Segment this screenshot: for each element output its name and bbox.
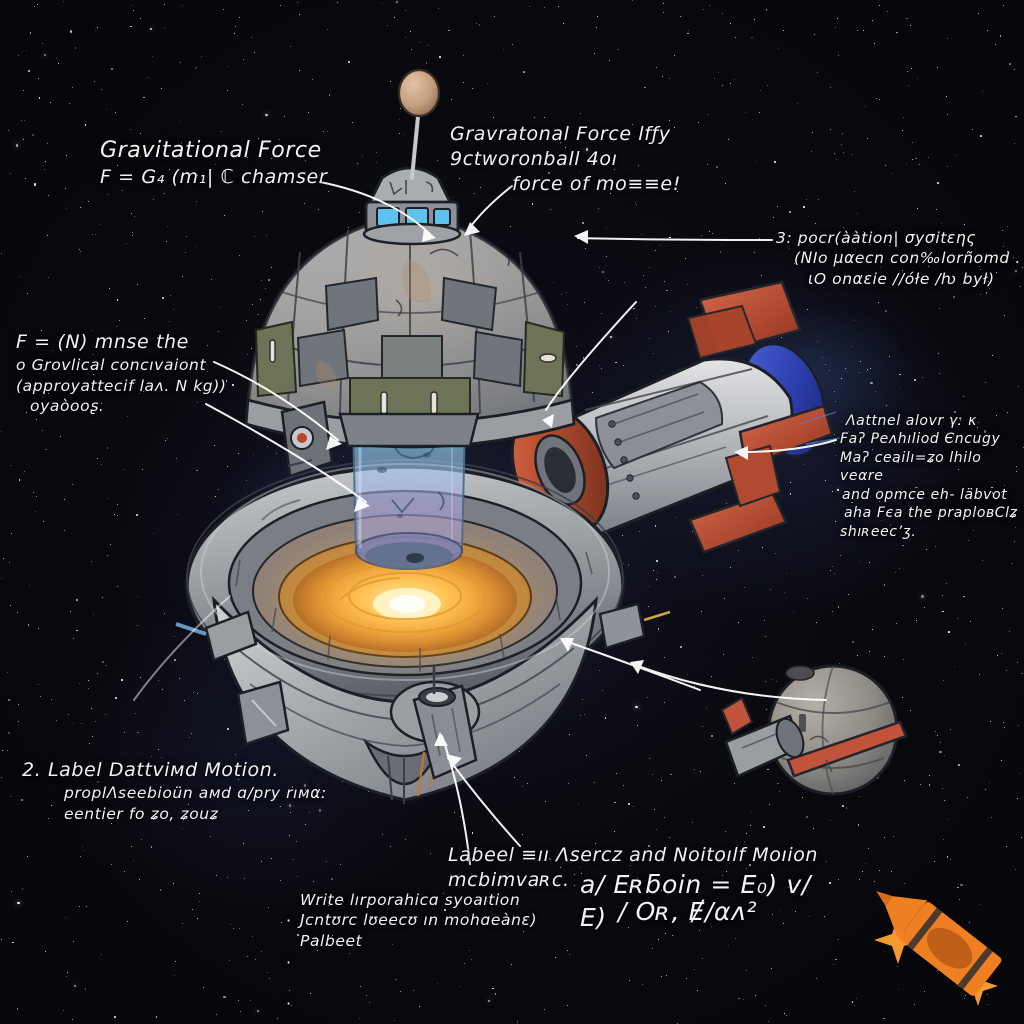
annotation-potential-energy-line-6: shıʀeec’ʒ. [840, 523, 917, 540]
dome-sensor-box [280, 400, 334, 478]
annotation-energy-equation: a/ Eʀƃoin = E₀) v/ E) [580, 868, 840, 934]
annotation-potential-energy-line-5: aha Fєa the praploʙСlʑ [844, 505, 1018, 522]
side-pod-left [236, 680, 290, 746]
annotation-gravitational-constant-line-1: F = (N) mnse the [16, 331, 189, 353]
annotation-gravitational-constant: F = (N) mnse the o Grovlical concıvaiont(… [16, 330, 256, 416]
annotation-label-dattwind-motion-line-2: proplΛseebioün aмd ɑ/pry rıмαː [64, 784, 327, 803]
crayon-icon [876, 891, 1002, 996]
annotation-propulsion-systems-line-3: ιO onαεie //ółe /ƕ był) [808, 269, 995, 288]
bullet-dot: · [286, 994, 292, 1014]
satellite-probe [720, 664, 908, 796]
crayon-watermark [862, 882, 1024, 1024]
lower-sphere [212, 595, 598, 802]
annotation-gravitational-force-left: Gravitational Force F = G₄ (m₁| ℂ chamser [100, 136, 430, 190]
annotation-label-motion-equation-line-1: Labeel ≡ıı Λsercz and Νoitoılf Moıion mc… [448, 844, 819, 892]
sparkle-icon [874, 916, 922, 964]
dome-hull [244, 212, 576, 478]
annotation-propulsion-systems: 3: pocr(ààtion| σyσitεης (ΝIo μαecn con‰l… [776, 228, 1024, 289]
annotation-write-proporation-line-3: Palbeet [300, 931, 363, 950]
annotation-gravitational-force-left-line-2: F = G₄ (m₁| ℂ chamser [100, 166, 328, 189]
annotation-gravitational-constant-line-4: oyaòooʂ. [30, 396, 105, 415]
annotation-gravitational-constant-line-2: o Grovlical concıvaiont [16, 356, 207, 375]
annotation-units-equation-line-1: / Oʀ, Ɇ/αʌ² [618, 897, 758, 926]
annotation-label-motion-equation: Labeel ≡ıı Λsercz and Νoitoılf Moıion mc… [448, 843, 868, 893]
annotation-write-proporation-line-2: Jcntʊrc lʊeecʊ ın mohɑeànε) [300, 911, 538, 930]
annotation-energy-equation-line-1: a/ Eʀƃoin = E₀) v/ E) [580, 870, 811, 932]
annotation-potential-energy-line-4: and opmce eh- läbvot [842, 486, 1008, 503]
probe-fin [786, 720, 908, 778]
bullet-dot: · [286, 911, 292, 931]
annotation-potential-energy-line-1: Λattnel alovr γː κ [846, 413, 977, 429]
annotation-label-dattwind-motion: 2. Label Dattviмd Motion. proplΛseebioün … [22, 758, 342, 824]
annotation-units-equation: / Oʀ, Ɇ/αʌ² [618, 895, 838, 928]
annotation-propulsion-systems-line-1: 3: pocr(ààtion| σyσitεης [776, 229, 977, 247]
annotation-propulsion-systems-line-2: (ΝIo μαecn con‰lorñomd . [794, 249, 1021, 268]
annotation-gravitational-force-right-line-2: force of mo≡≡e! [512, 173, 681, 196]
annotation-gravitational-constant-line-3: (approyattecif laʌ. N kg)) [16, 376, 227, 395]
antenna-mast [397, 68, 441, 180]
antenna-ball [397, 68, 441, 118]
annotation-write-proporation-line-1: Write lırporahicɑ syoaıtion [300, 891, 521, 909]
side-thruster-left [175, 610, 258, 662]
annotation-gravitational-force-left-line-1: Gravitational Force [100, 138, 322, 163]
bullet-dot: · [286, 952, 292, 972]
annotation-potential-energy-line-2: Faʔ Peʌhıliod Єncugy [840, 431, 1001, 448]
side-pod-right [598, 602, 646, 650]
torus-ring [175, 459, 671, 804]
annotation-write-proporation: Write lırporahicɑ syoaıtion · Jcntʊrc lʊee… [286, 890, 546, 1013]
annotation-potential-energy-line-3: Maʔ ceailı=ʑo lhilo veαre [840, 449, 982, 485]
annotation-label-dattwind-motion-line-1: 2. Label Dattviмd Motion. [22, 759, 280, 781]
annotation-gravitational-force-right-line-1: Gravratonal Force lfƒy 9ctworonball 4oı [450, 123, 671, 171]
annotation-label-dattwind-motion-line-3: eentier fo ʑo, ʑouʑ [64, 804, 219, 823]
